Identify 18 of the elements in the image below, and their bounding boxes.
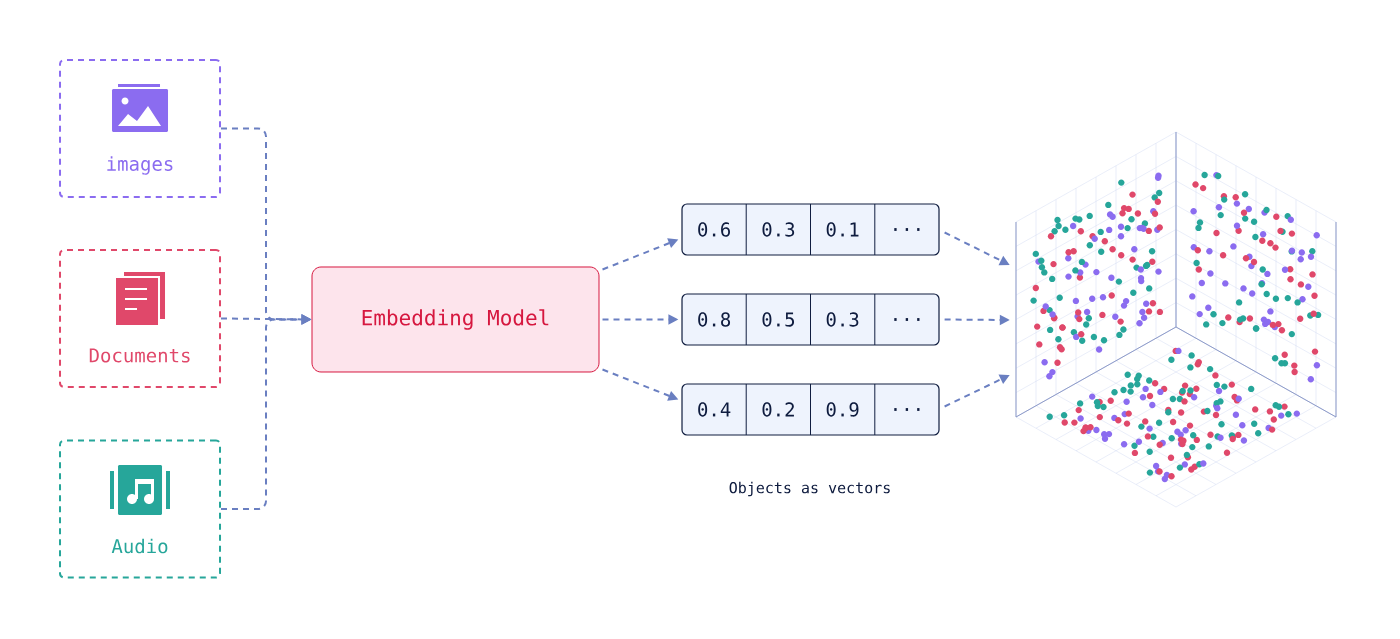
model-box: Embedding Model: [311, 266, 600, 373]
cell-value: 0.3: [762, 222, 795, 237]
source-box: Documents: [59, 249, 221, 388]
cell-value: 0.5: [762, 312, 795, 327]
cell-value: 0.3: [826, 312, 859, 327]
caption-text: Objects as vectors: [729, 481, 890, 497]
cell-value: 0.4: [698, 402, 731, 417]
cell-value: ...: [894, 408, 920, 411]
cell-value: 0.2: [762, 402, 794, 417]
source-box: images: [59, 59, 221, 198]
cell-value: 0.9: [826, 402, 859, 417]
cell-value: 0.8: [698, 312, 731, 327]
cell-value: ...: [894, 228, 920, 231]
source-box: Audio: [59, 439, 221, 579]
cell-value: ...: [894, 318, 920, 321]
cell-value: 0.6: [698, 222, 730, 237]
cell-value: 0.1: [826, 222, 859, 237]
vector-space-drawing: [1015, 131, 1337, 508]
